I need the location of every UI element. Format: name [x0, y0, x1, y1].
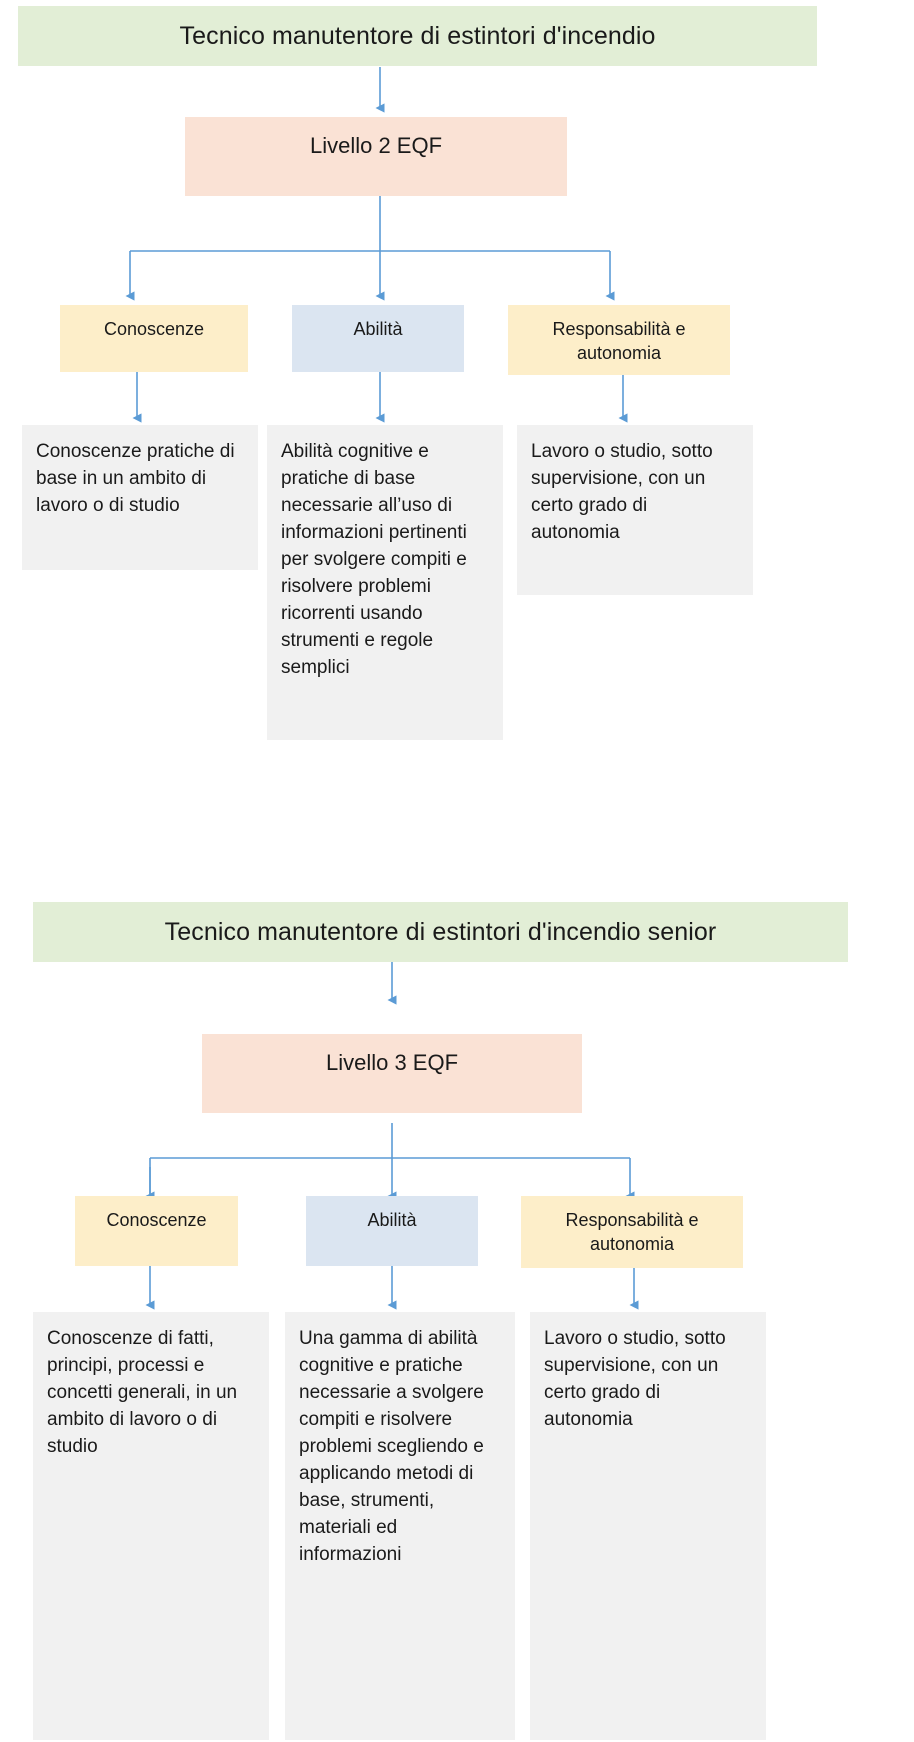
section-1-description-abilita: Abilità cognitive e pratiche di base nec… — [267, 425, 503, 740]
section-1-description-responsabilita: Lavoro o studio, sotto supervisione, con… — [517, 425, 753, 595]
section-2-description-abilita: Una gamma di abilità cognitive e pratich… — [285, 1312, 515, 1740]
section-2-category-abilita[interactable]: Abilità — [306, 1196, 478, 1266]
section-2-title: Tecnico manutentore di estintori d'incen… — [33, 902, 848, 962]
section-1-category-abilita[interactable]: Abilità — [292, 305, 464, 372]
section-1-category-conoscenze[interactable]: Conoscenze — [60, 305, 248, 372]
section-2-level-box: Livello 3 EQF — [202, 1034, 582, 1113]
section-1-description-conoscenze: Conoscenze pratiche di base in un ambito… — [22, 425, 258, 570]
section-2-description-conoscenze: Conoscenze di fatti, principi, processi … — [33, 1312, 269, 1740]
section-2-category-responsabilita[interactable]: Responsabilità e autonomia — [521, 1196, 743, 1268]
section-2-category-conoscenze[interactable]: Conoscenze — [75, 1196, 238, 1266]
section-1-title: Tecnico manutentore di estintori d'incen… — [18, 6, 817, 66]
section-1-category-responsabilita[interactable]: Responsabilità e autonomia — [508, 305, 730, 375]
section-1-level-box: Livello 2 EQF — [185, 117, 567, 196]
section-2-description-responsabilita: Lavoro o studio, sotto supervisione, con… — [530, 1312, 766, 1740]
